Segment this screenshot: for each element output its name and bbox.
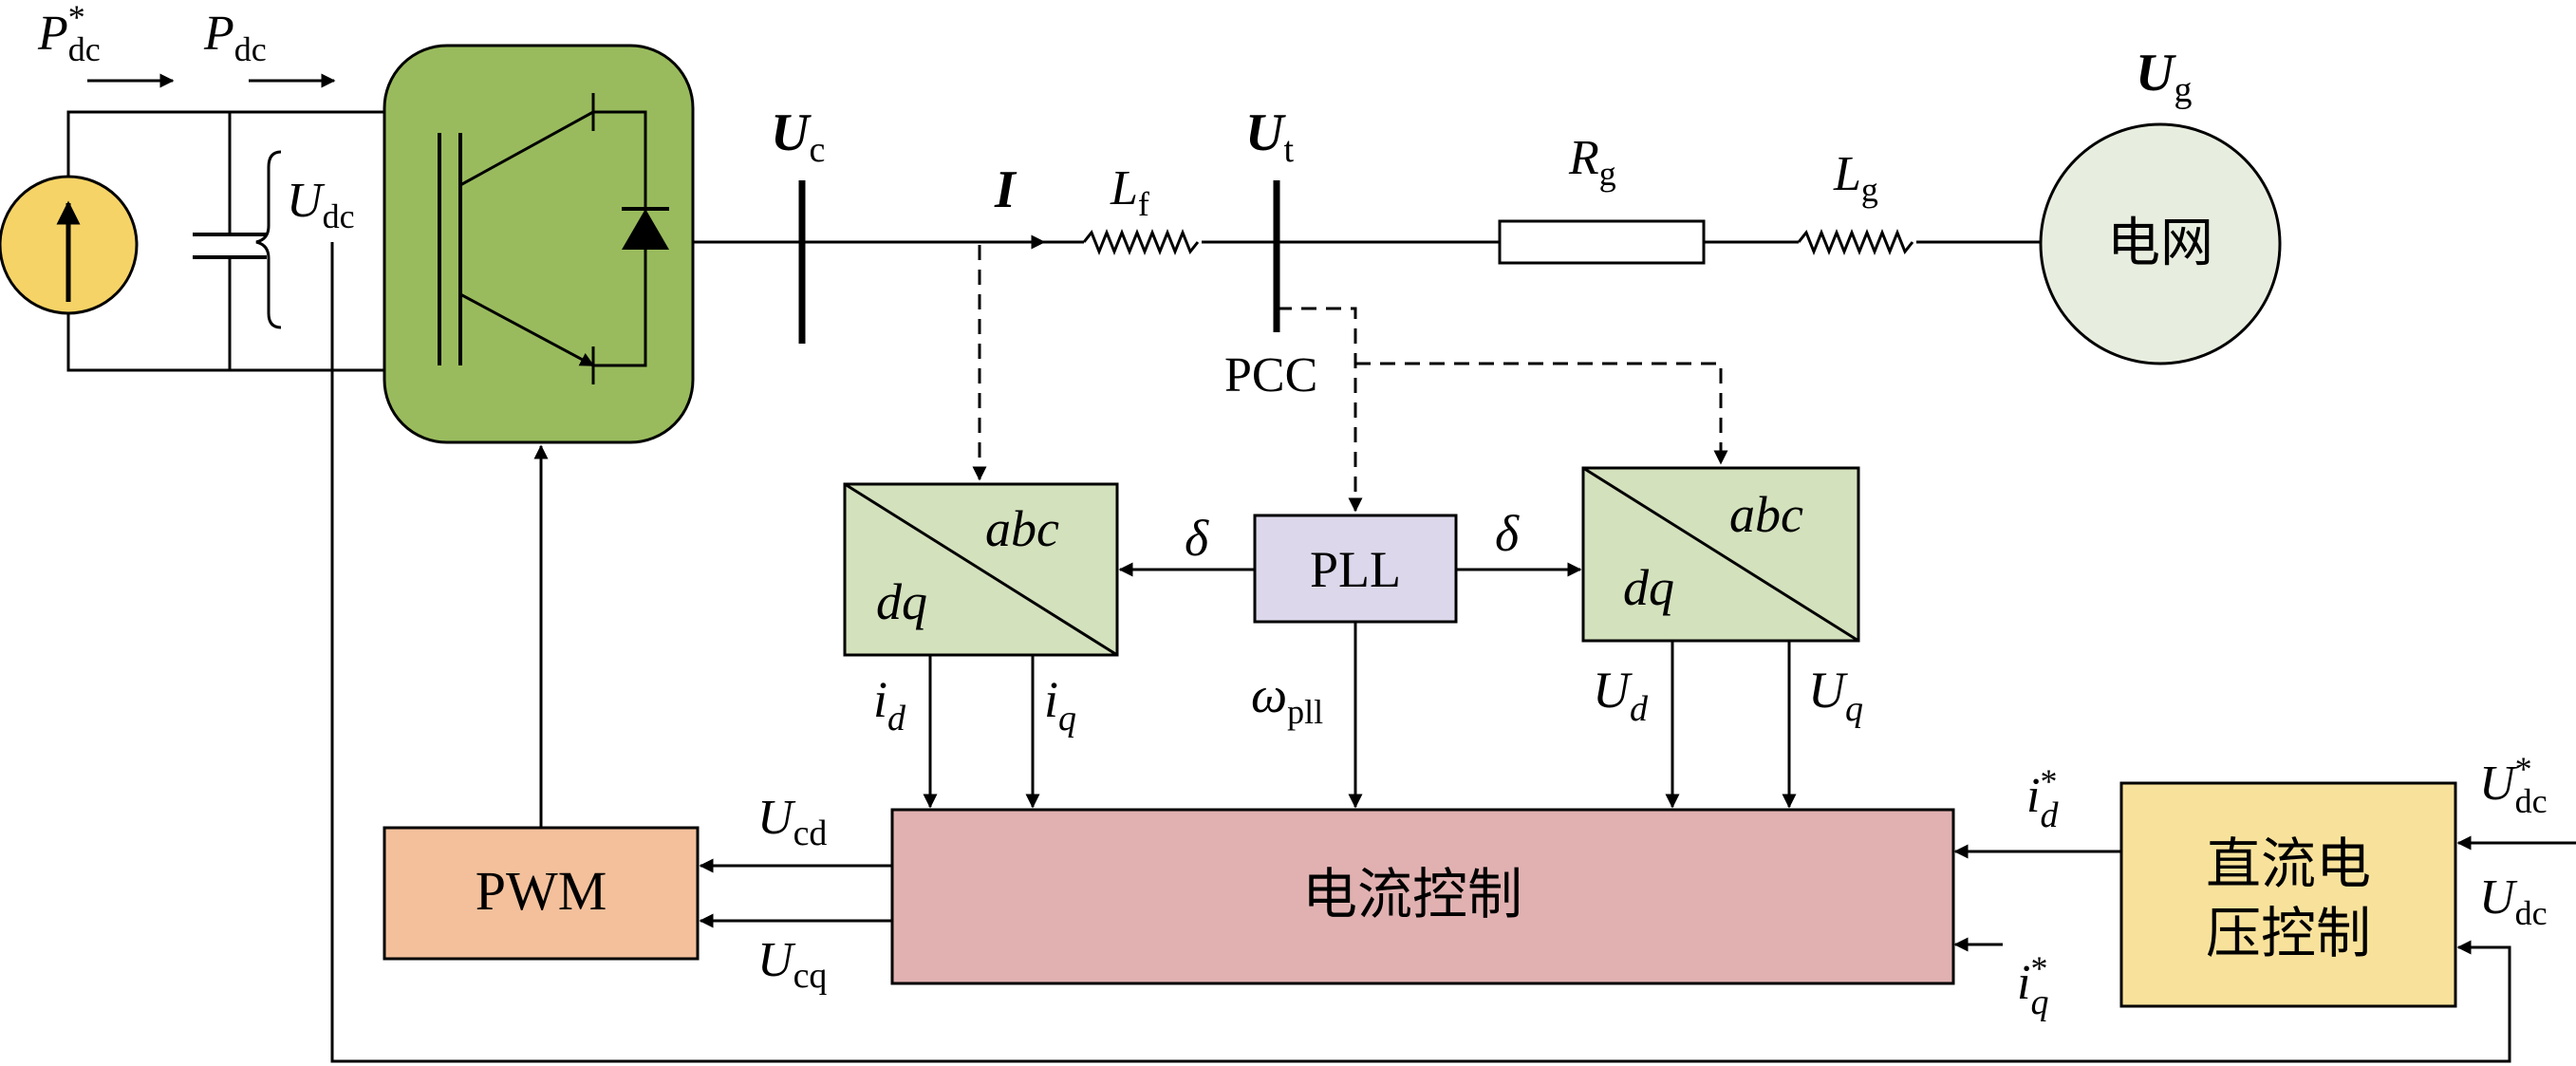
udc-feedback-line (330, 242, 2511, 1063)
dc-voltage-control-block: 直流电 压控制 (2119, 781, 2457, 1008)
ut-label: Ut (1245, 103, 1294, 170)
transform-block-left: abc dq (843, 482, 1119, 657)
resistor-icon (1498, 219, 1706, 265)
inductor-icon (1797, 228, 1914, 256)
measurement-lines (972, 245, 1728, 513)
pll-label: PLL (1310, 541, 1401, 598)
pcc-label: PCC (1224, 348, 1317, 402)
ug-label: Ug (2136, 44, 2192, 110)
current-control-block: 电流控制 (890, 808, 1955, 985)
pwm-block: PWM (383, 826, 700, 961)
delta-right-label: δ (1495, 505, 1520, 562)
id-meas-label: id (873, 671, 906, 739)
udc-in-label: Udc (2479, 870, 2548, 932)
udc-brace (255, 150, 282, 329)
delta-left-label: δ (1185, 510, 1209, 567)
lg-label: Lg (1833, 147, 1878, 209)
igbt-diode-icon (438, 93, 669, 384)
id-ref-label: i*d (2026, 762, 2059, 835)
transform-left-dq: dq (876, 573, 927, 630)
capacitor-icon (193, 112, 267, 370)
dc-side-circuit (0, 73, 384, 372)
rg-label: Rg (1568, 131, 1616, 193)
transform-right-dq: dq (1623, 559, 1674, 616)
current-control-label: 电流控制 (1302, 864, 1522, 926)
pdc-label: Pdc (203, 7, 267, 68)
lf-label: Lf (1110, 161, 1149, 223)
transform-right-abc: abc (1729, 486, 1803, 543)
transform-block-right: abc dq (1581, 466, 1860, 643)
grid-source: 电网 (2039, 122, 2282, 365)
inductor-icon (1082, 228, 1200, 256)
ucd-label: Ucd (757, 791, 827, 853)
uc-label: Uc (771, 103, 825, 170)
udc-ref-in-label: U*dc (2479, 750, 2548, 820)
current-i-label: I (994, 160, 1017, 219)
uq-meas-label: Uq (1808, 662, 1863, 729)
udc-cap-label: Udc (287, 174, 355, 235)
pll-block: PLL (1253, 514, 1458, 624)
ac-line (693, 180, 2041, 344)
ud-meas-label: Ud (1593, 662, 1649, 729)
current-source-icon (0, 175, 139, 315)
signal-arrows (923, 622, 1797, 809)
grid-label: 电网 (2107, 215, 2213, 273)
pwm-label: PWM (476, 860, 607, 922)
pdc-ref-label: P*dc (37, 0, 101, 68)
iq-ref-label: i*q (2017, 949, 2048, 1022)
transform-left-abc: abc (985, 500, 1059, 557)
iq-meas-label: iq (1044, 671, 1076, 739)
converter-block (383, 44, 695, 444)
dc-control-label-line2: 压控制 (2206, 903, 2371, 964)
dc-control-label-line1: 直流电 (2206, 833, 2371, 895)
omega-pll-label: ωpll (1251, 666, 1323, 731)
ucq-label: Ucq (757, 933, 827, 996)
